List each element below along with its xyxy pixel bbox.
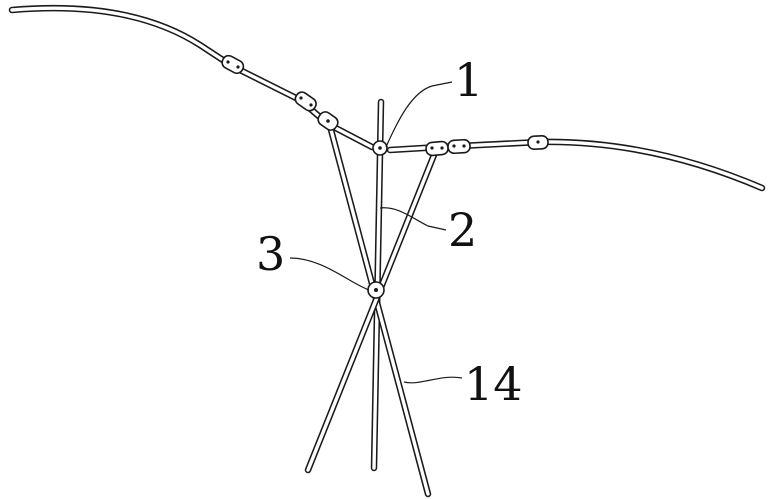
label-part-3: 3 — [256, 227, 285, 281]
left-arm — [8, 4, 376, 151]
left-strut — [326, 122, 432, 498]
joint-right-strut — [425, 140, 449, 157]
joint-crossing — [367, 281, 385, 299]
label-part-14: 14 — [464, 357, 523, 411]
label-part-1: 1 — [454, 53, 483, 107]
label-part-2: 2 — [448, 203, 477, 257]
joint-left-upper-1 — [221, 54, 245, 75]
leader-3 — [289, 257, 370, 291]
joint-center-hub — [372, 140, 388, 156]
leader-14 — [403, 376, 463, 384]
leader-1 — [385, 81, 453, 148]
leader-2 — [379, 207, 447, 231]
joint-right-upper-1 — [447, 138, 471, 155]
right-strut — [304, 146, 440, 474]
joint-left-strut — [317, 111, 339, 131]
joint-left-upper-2 — [294, 91, 317, 112]
joint-right-upper-2 — [527, 134, 549, 151]
